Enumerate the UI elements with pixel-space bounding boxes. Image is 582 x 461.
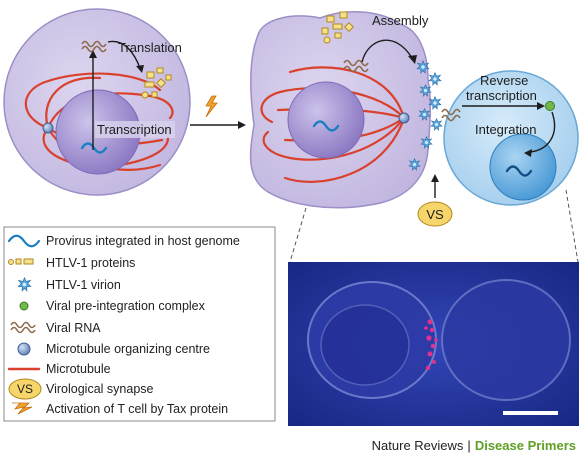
legend-item-proteins: HTLV-1 proteins [8, 256, 135, 270]
nucleus-middle [287, 81, 365, 159]
scale-bar [503, 411, 558, 415]
legend-item-microtubule: Microtubule [7, 362, 111, 376]
svg-text:Virological synapse: Virological synapse [46, 382, 154, 396]
vs-badge-label: VS [426, 207, 444, 222]
svg-text:Viral pre-integration complex: Viral pre-integration complex [46, 299, 206, 313]
svg-text:HTLV-1 virion: HTLV-1 virion [46, 278, 121, 292]
proteins-middle [321, 11, 354, 44]
micrograph [288, 262, 579, 426]
svg-text:VS: VS [17, 382, 33, 396]
viral-rna-middle [343, 59, 369, 73]
provirus-middle [312, 120, 340, 132]
translation-arrow [107, 40, 141, 69]
label-transcription: Transcription [97, 122, 172, 137]
mtoc-middle [398, 112, 410, 124]
provirus-icon [7, 234, 41, 248]
svg-text:Viral RNA: Viral RNA [46, 321, 101, 335]
nucleus-target [489, 133, 557, 201]
svg-text:Microtubule: Microtubule [46, 362, 111, 376]
label-reverse-1: Reverse [480, 73, 528, 88]
label-translation: Translation [118, 40, 182, 55]
legend-item-virion: HTLV-1 virion [17, 277, 121, 292]
mtoc-left [42, 122, 54, 134]
credit-line: Nature Reviews|Disease Primers [372, 438, 576, 453]
credit-series: Disease Primers [474, 438, 576, 453]
synapse-stain [424, 319, 438, 371]
infected-cell-left: Translation Transcription [3, 8, 191, 196]
pic-target [545, 101, 555, 111]
credit-separator: | [467, 438, 471, 453]
label-reverse-2: transcription [466, 88, 537, 103]
assembly-arrow [361, 39, 413, 63]
vs-icon [8, 378, 42, 400]
legend-item-provirus: Provirus integrated in host genome [7, 234, 240, 248]
legend-item-mtoc: Microtubule organizing centre [17, 342, 210, 356]
target-cell: Reverse transcription Integration [441, 70, 579, 206]
integration-arrow [529, 111, 556, 153]
tax-bolt-icon [12, 402, 33, 415]
label-assembly: Assembly [372, 13, 429, 28]
svg-text:Activation of T cell by Tax pr: Activation of T cell by Tax protein [46, 402, 228, 416]
legend-item-pic: Viral pre-integration complex [19, 299, 206, 313]
legend-item-synapse: VS Virological synapse [8, 378, 154, 400]
legend: Provirus integrated in host genome HTLV-… [3, 226, 276, 422]
viral-rna-left [81, 40, 107, 53]
zoom-line-left [289, 207, 307, 263]
tax-activation-bolt [205, 95, 218, 118]
rna-icon [10, 321, 36, 334]
pic-icon [19, 301, 29, 311]
zoom-line-right [565, 189, 579, 263]
legend-item-activation: Activation of T cell by Tax protein [12, 402, 228, 416]
label-integration: Integration [475, 122, 536, 137]
protein-icon [8, 258, 34, 265]
svg-text:Provirus integrated in host ge: Provirus integrated in host genome [46, 234, 240, 248]
proteins-left [141, 67, 172, 99]
provirus-left [80, 142, 108, 154]
svg-text:HTLV-1 proteins: HTLV-1 proteins [46, 256, 135, 270]
provirus-target [505, 165, 533, 177]
mtoc-icon [17, 342, 31, 356]
legend-item-rna: Viral RNA [10, 321, 101, 335]
activated-cell: Assembly [249, 11, 443, 209]
vs-badge [417, 201, 453, 227]
credit-publisher: Nature Reviews [371, 438, 464, 453]
svg-text:Microtubule organizing centre: Microtubule organizing centre [46, 342, 210, 356]
